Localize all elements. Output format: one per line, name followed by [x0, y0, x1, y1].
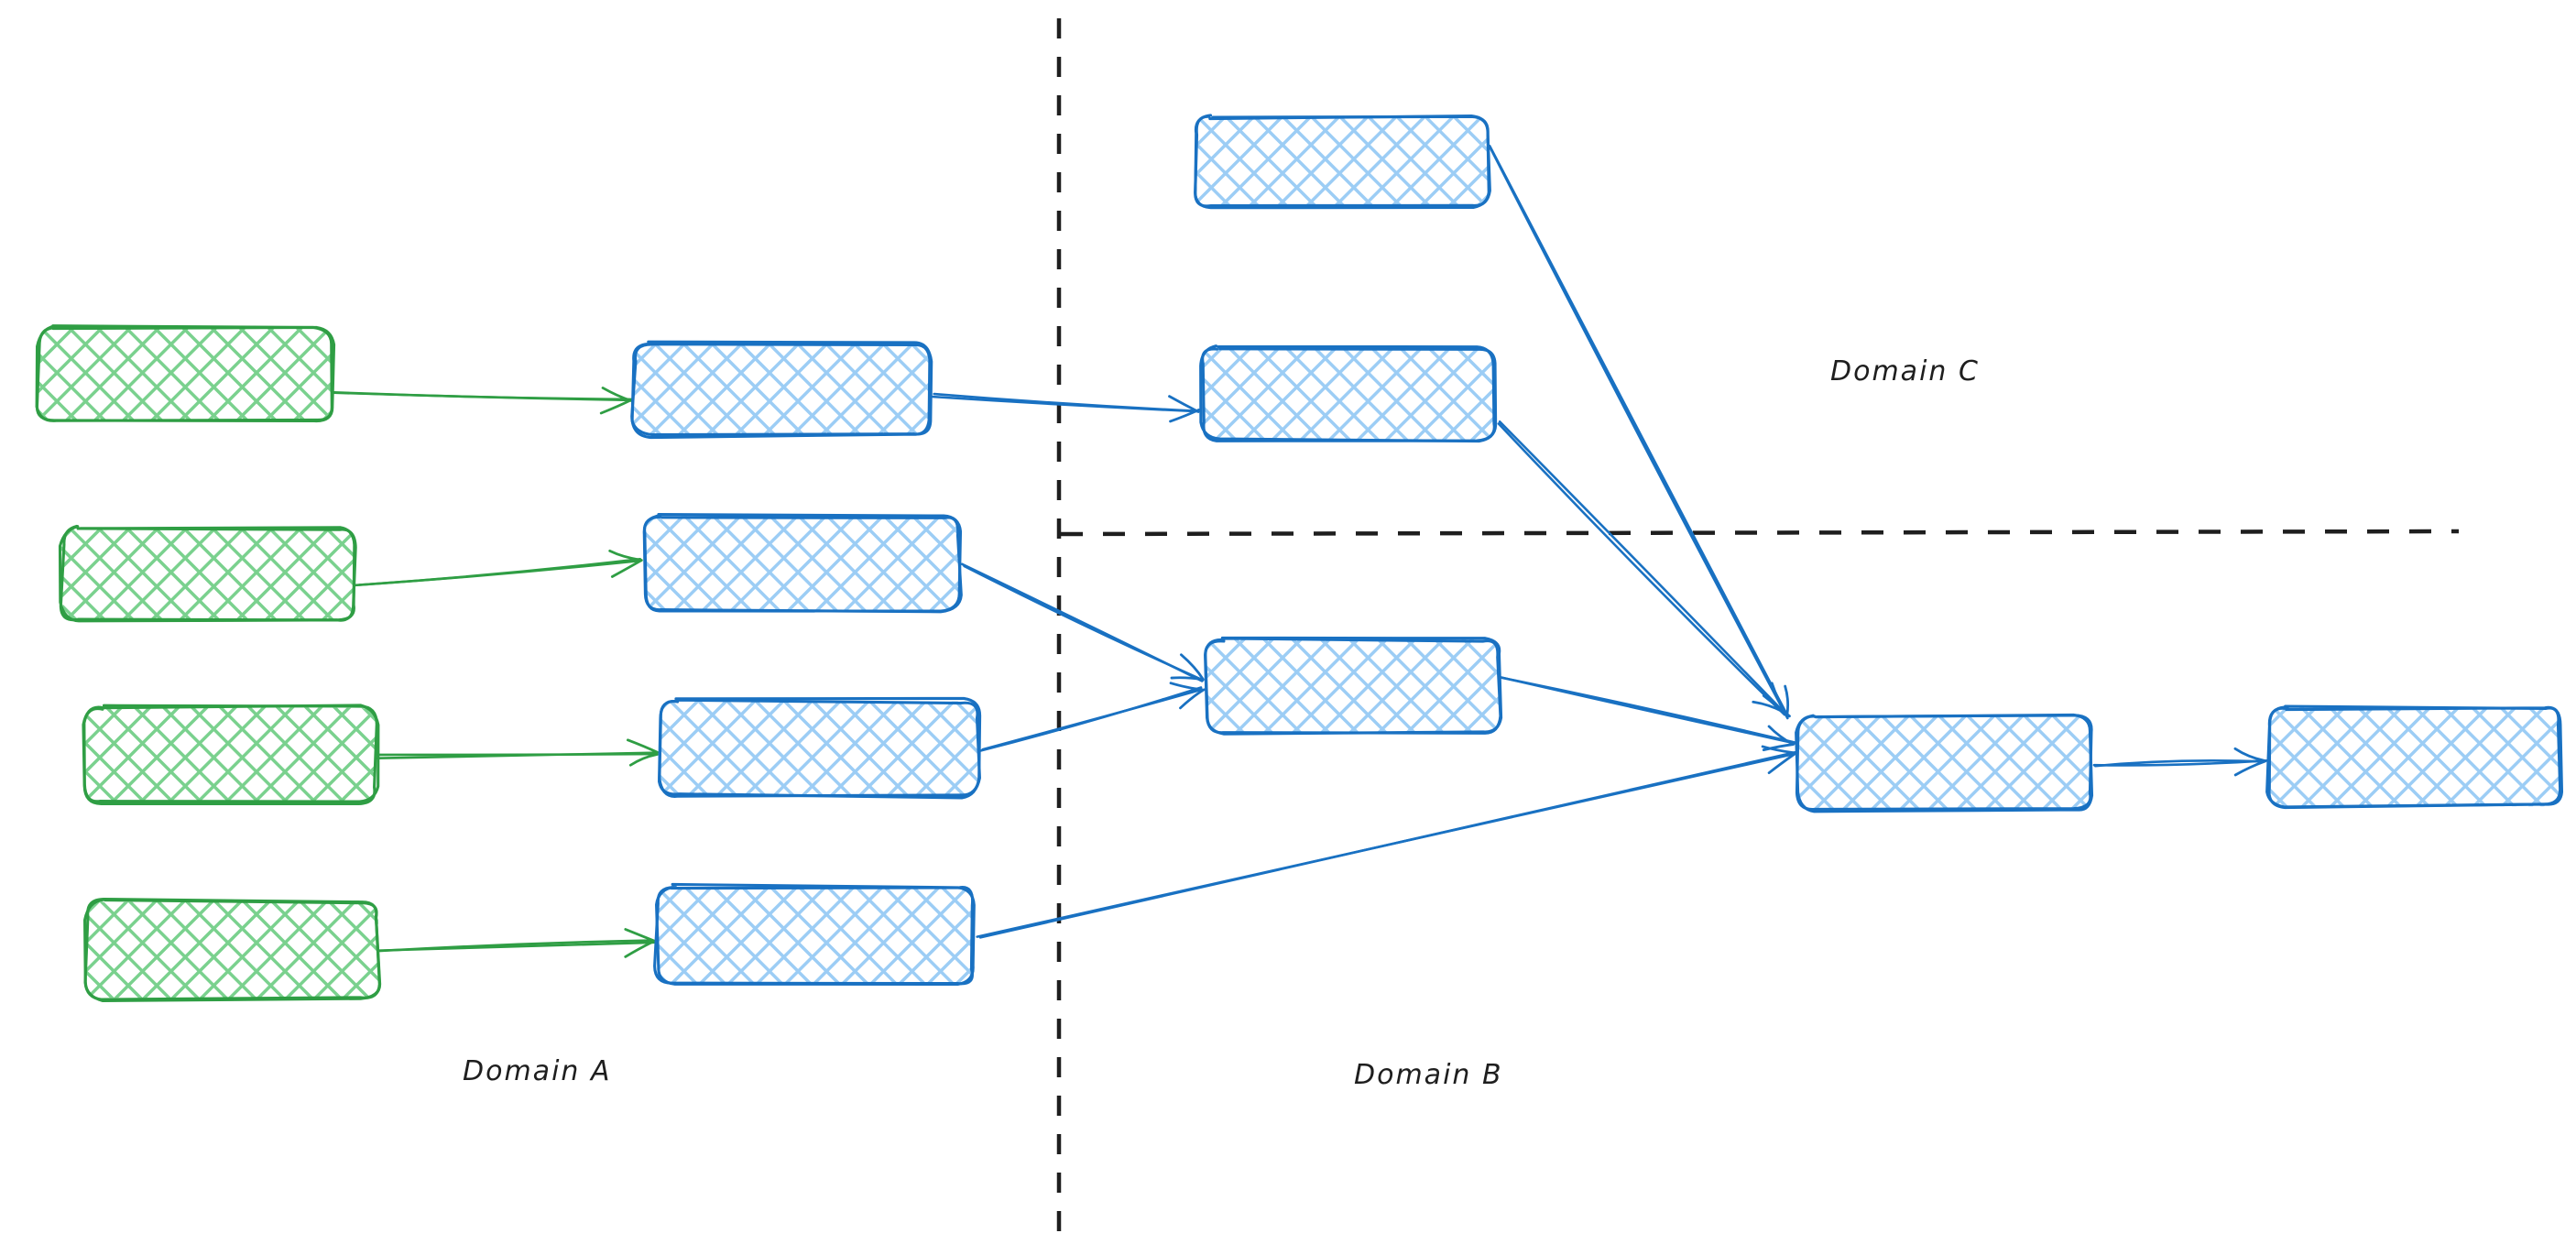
node-a4[interactable]: [83, 897, 382, 1003]
node-b1[interactable]: [630, 340, 933, 440]
node-e1[interactable]: [2265, 704, 2564, 810]
node-b4[interactable]: [653, 882, 976, 986]
node-a3[interactable]: [82, 704, 380, 806]
edge-b3-c3: [979, 682, 1206, 752]
edge-d1-e1: [2092, 747, 2268, 777]
divider-horizontal-bc: [1060, 529, 2460, 537]
edge-b1-c2: [932, 392, 1201, 423]
edge-a1-b1: [329, 387, 634, 415]
domain-label-b: Domain B: [1354, 1059, 1503, 1091]
edge-a4-b4: [377, 928, 656, 958]
edge-c3-d1: [1499, 675, 1797, 752]
edge-a3-b3: [376, 738, 659, 767]
edge-a2-b2: [355, 549, 643, 587]
divider-layer: [1056, 18, 2460, 1237]
node-a1[interactable]: [35, 324, 336, 423]
node-layer: [35, 114, 2564, 1003]
node-a2[interactable]: [58, 524, 357, 623]
edge-b2-c3: [960, 562, 1205, 682]
node-b3[interactable]: [658, 696, 982, 800]
node-c3[interactable]: [1204, 636, 1503, 736]
node-d1[interactable]: [1795, 713, 2094, 813]
edge-layer: [329, 144, 2268, 958]
edge-c2-d1: [1497, 420, 1787, 716]
domain-label-a: Domain A: [463, 1055, 612, 1087]
edge-c1-d1: [1488, 144, 1791, 720]
node-c1[interactable]: [1194, 114, 1491, 210]
node-c2[interactable]: [1199, 344, 1498, 443]
edge-b4-d1: [976, 745, 1797, 939]
domain-label-c: Domain C: [1830, 355, 1980, 387]
node-b2[interactable]: [642, 513, 963, 614]
